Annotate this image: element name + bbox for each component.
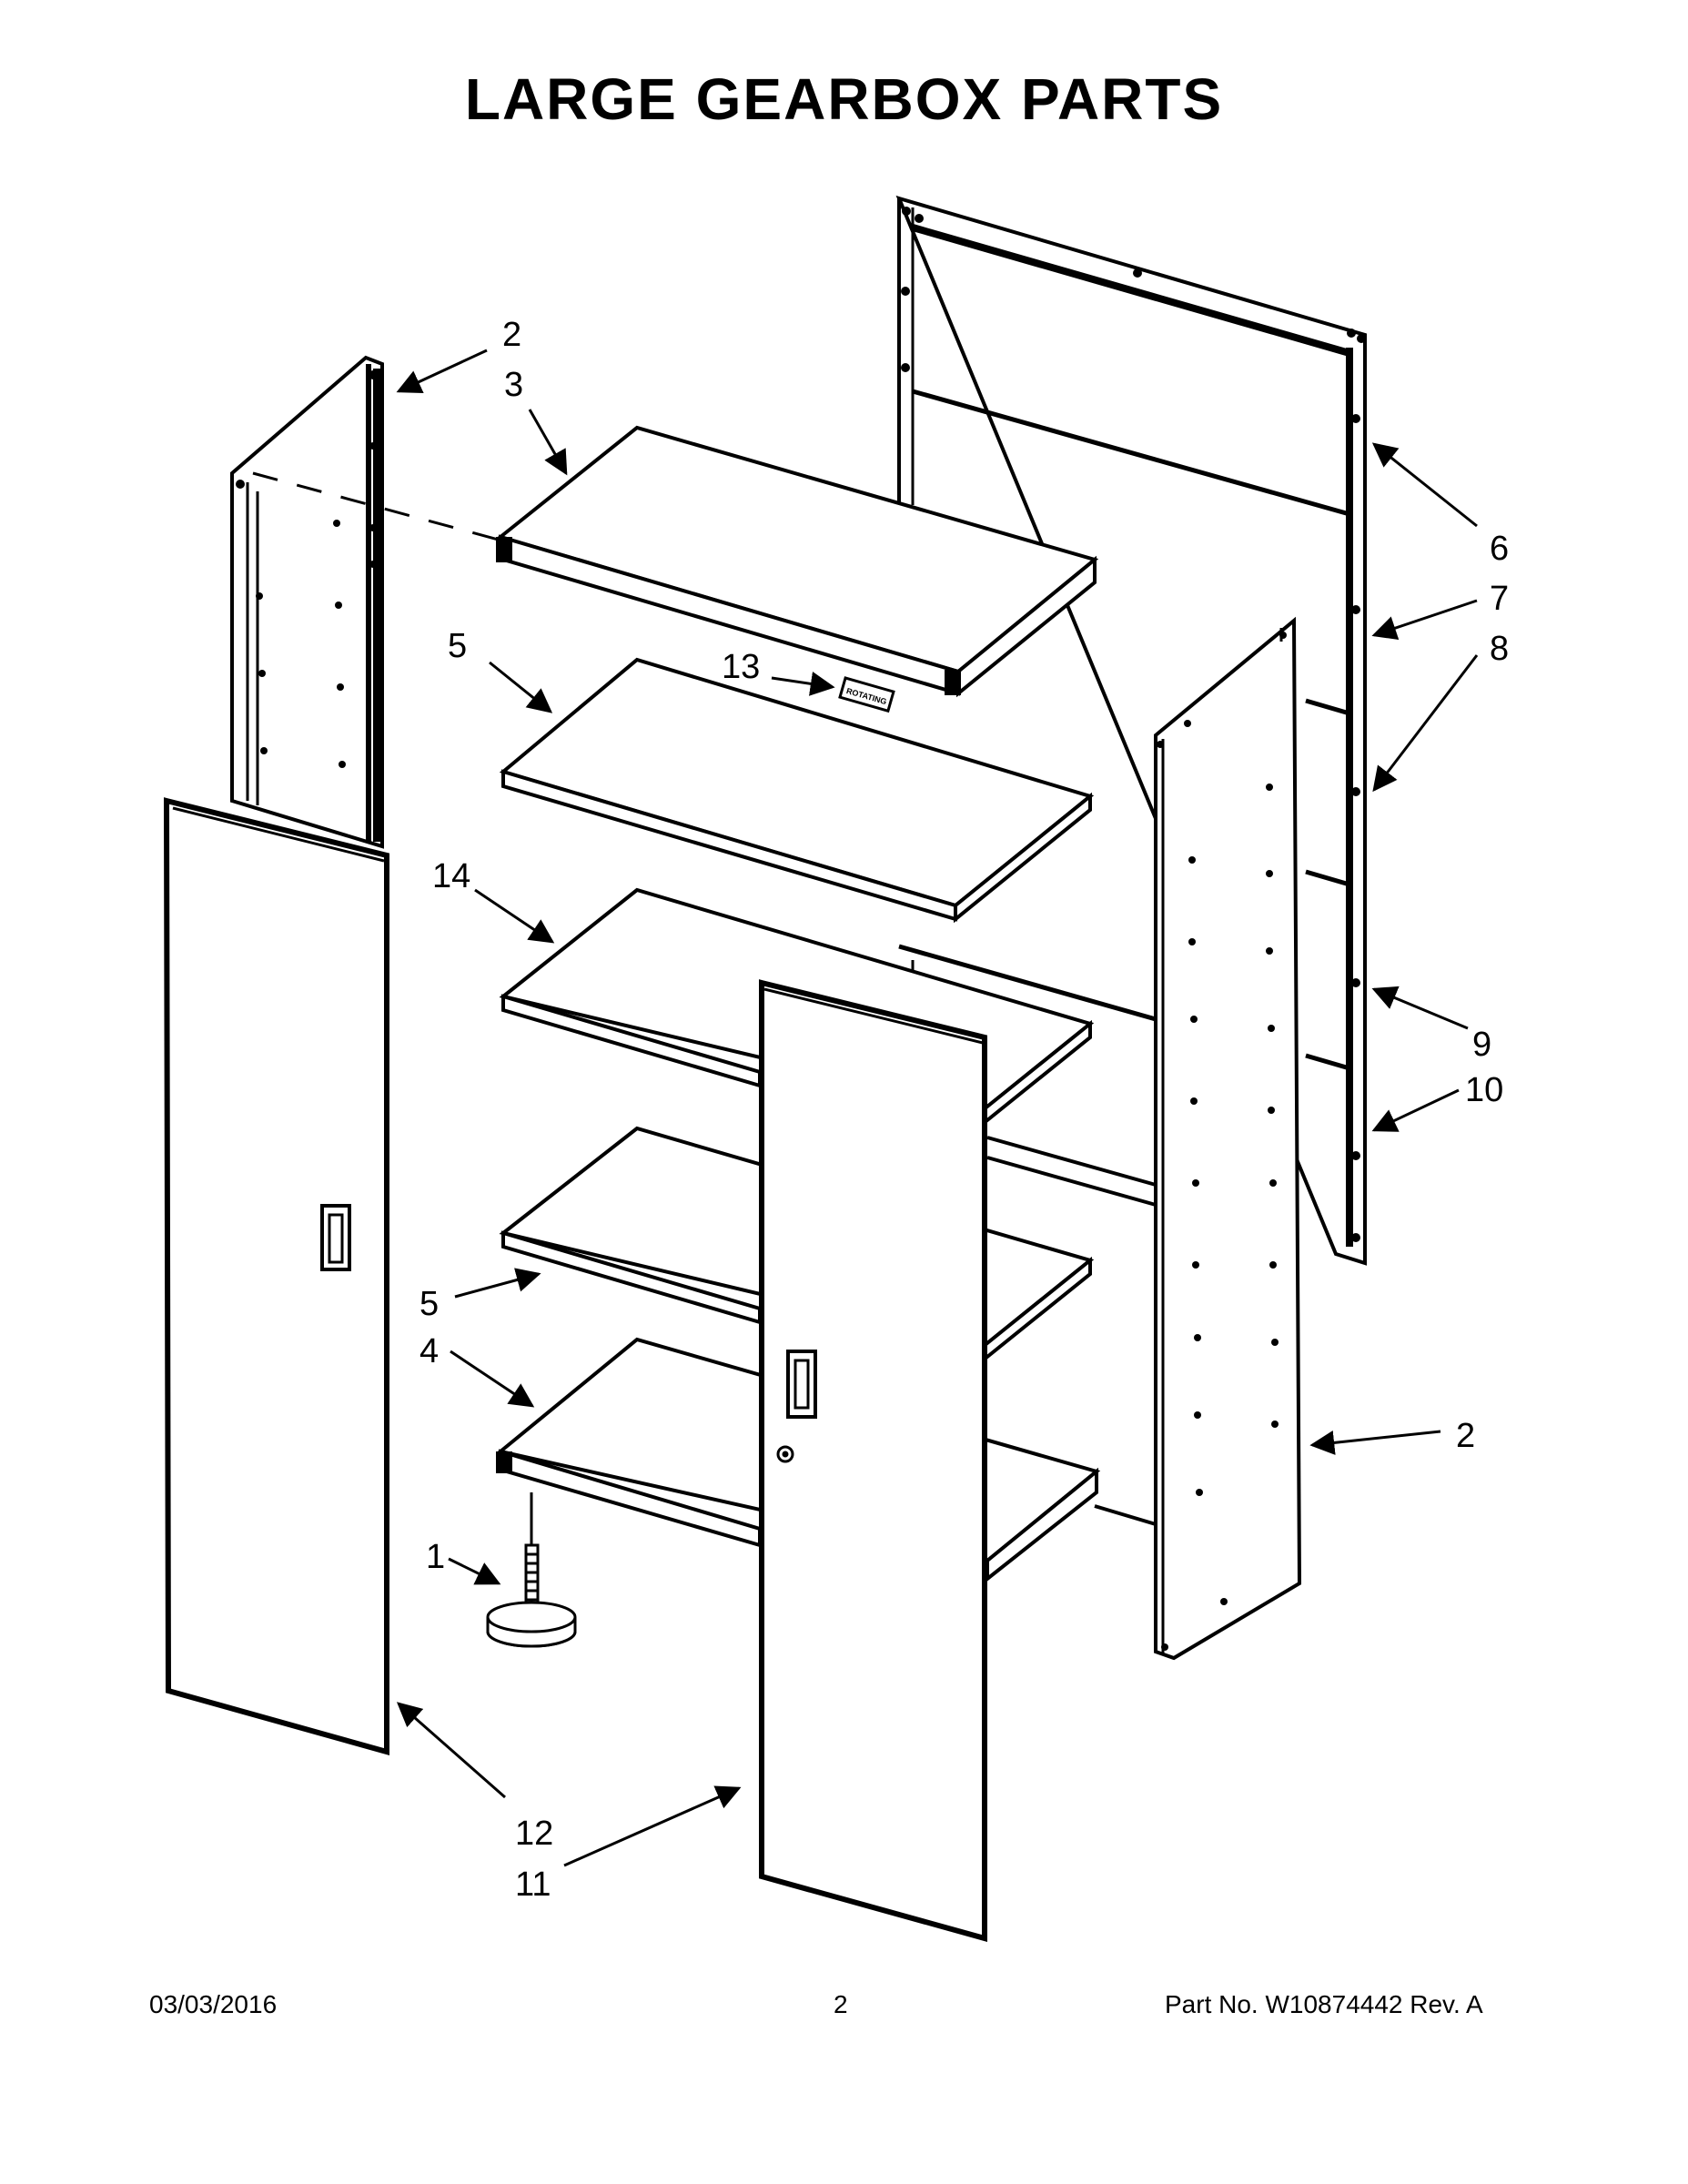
- footer-page-number: 2: [834, 1990, 848, 2018]
- callout-back-panel-8: 8: [1490, 630, 1509, 668]
- callout-shelf-4: 5: [419, 1285, 439, 1323]
- shelf-2: [499, 657, 1095, 924]
- callout-shelf-3: 14: [432, 857, 470, 895]
- page-title: LARGE GEARBOX PARTS: [464, 66, 1224, 132]
- callout-rating-label: 13: [722, 648, 760, 686]
- left-side-panel-holes: [236, 370, 378, 768]
- left-door: [163, 797, 389, 1755]
- callout-leveling-foot: 1: [426, 1538, 445, 1576]
- callout-right-door: 11: [515, 1866, 551, 1904]
- back-panel-holes: [901, 207, 1366, 1242]
- callout-shelf-2: 5: [448, 627, 467, 665]
- callout-back-panel-7: 7: [1490, 580, 1509, 618]
- right-side-panel-holes: [1157, 632, 1287, 1651]
- callout-top-shelf: 3: [504, 366, 523, 404]
- right-side-panel: [1154, 616, 1302, 1661]
- leader-arrows: [396, 349, 1479, 1867]
- callout-left-side-panel: 2: [502, 316, 521, 354]
- footer-date: 03/03/2016: [149, 1990, 278, 2018]
- callout-back-panel-6: 6: [1490, 530, 1509, 568]
- callout-back-panel-9: 9: [1472, 1026, 1491, 1064]
- callout-bottom-shelf: 4: [419, 1332, 439, 1370]
- shelf-top: [496, 425, 1099, 698]
- callout-right-side-panel: 2: [1456, 1417, 1475, 1455]
- callout-left-door: 12: [515, 1815, 553, 1853]
- left-side-panel: [230, 355, 384, 849]
- callout-back-panel-10: 10: [1465, 1071, 1503, 1109]
- rating-label: ROTATING: [838, 676, 895, 713]
- leveling-foot: [486, 1492, 577, 1648]
- right-door: [759, 979, 987, 1942]
- footer-part-number: Part No. W10874442 Rev. A: [1165, 1990, 1483, 2018]
- back-crossbars: [986, 1136, 1157, 1526]
